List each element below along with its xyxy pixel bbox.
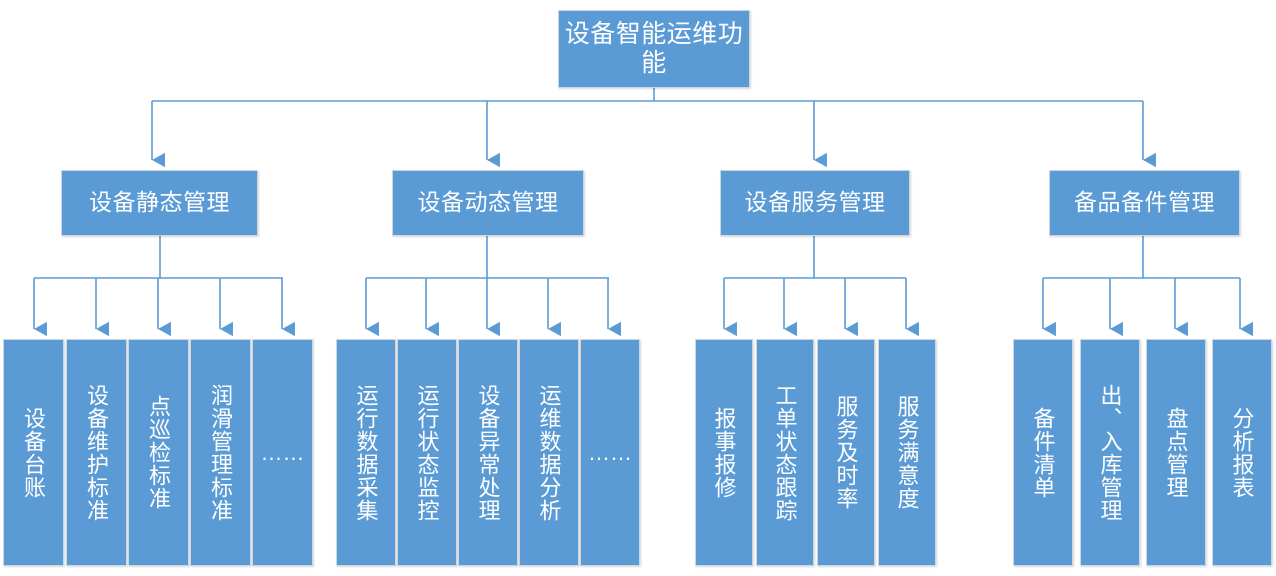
- branch-node-3[interactable]: 设备服务管理: [720, 170, 910, 236]
- leaf-node-1-1-label: 设备台账: [21, 406, 47, 499]
- leaf-node-4-3-label: 盘点管理: [1163, 406, 1189, 499]
- leaf-node-1-4-label: 润滑管理标准: [208, 383, 234, 522]
- leaf-node-4-4[interactable]: 分析报表: [1212, 339, 1272, 566]
- leaf-node-2-3-label: 设备异常处理: [475, 383, 501, 522]
- leaf-node-3-4-label: 服务满意度: [894, 395, 920, 510]
- leaf-node-1-2[interactable]: 设备维护标准: [66, 339, 127, 566]
- leaf-node-3-3[interactable]: 服务及时率: [817, 339, 875, 566]
- branch-node-3-label: 设备服务管理: [744, 189, 886, 216]
- leaf-node-2-4-label: 运维数据分析: [536, 383, 562, 522]
- branch-node-1-label: 设备静态管理: [89, 189, 230, 216]
- leaf-node-3-2-label: 工单状态跟踪: [772, 383, 798, 522]
- branch-node-2-label: 设备动态管理: [417, 189, 559, 216]
- branch-node-2[interactable]: 设备动态管理: [392, 170, 584, 236]
- leaf-node-1-1[interactable]: 设备台账: [3, 339, 64, 566]
- branch-node-4-label: 备品备件管理: [1074, 189, 1215, 216]
- leaf-node-1-3-label: 点巡检标准: [146, 395, 172, 510]
- branch-node-4[interactable]: 备品备件管理: [1049, 170, 1240, 236]
- leaf-node-3-1-label: 报事报修: [711, 406, 737, 499]
- leaf-node-2-2-label: 运行状态监控: [414, 383, 440, 522]
- leaf-node-2-3[interactable]: 设备异常处理: [458, 339, 518, 566]
- leaf-node-1-5-label: ……: [260, 439, 305, 465]
- branch-node-1[interactable]: 设备静态管理: [61, 170, 258, 236]
- leaf-node-2-1[interactable]: 运行数据采集: [336, 339, 396, 566]
- leaf-node-3-2[interactable]: 工单状态跟踪: [756, 339, 814, 566]
- leaf-node-3-4[interactable]: 服务满意度: [878, 339, 936, 566]
- leaf-node-4-3[interactable]: 盘点管理: [1146, 339, 1206, 566]
- leaf-node-4-2-label: 出、入库管理: [1097, 383, 1123, 522]
- leaf-node-1-4[interactable]: 润滑管理标准: [190, 339, 251, 566]
- leaf-node-3-3-label: 服务及时率: [833, 395, 859, 510]
- leaf-node-2-1-label: 运行数据采集: [353, 383, 379, 522]
- root-node[interactable]: 设备智能运维功能: [558, 10, 750, 88]
- leaf-node-2-5-ellipsis[interactable]: ……: [580, 339, 640, 566]
- leaf-node-1-5-ellipsis[interactable]: ……: [252, 339, 313, 566]
- leaf-node-4-4-label: 分析报表: [1229, 406, 1255, 499]
- leaf-node-3-1[interactable]: 报事报修: [695, 339, 753, 566]
- leaf-node-4-2[interactable]: 出、入库管理: [1080, 339, 1140, 566]
- leaf-node-4-1[interactable]: 备件清单: [1013, 339, 1073, 566]
- leaf-node-2-4[interactable]: 运维数据分析: [519, 339, 579, 566]
- root-node-label: 设备智能运维功能: [564, 19, 744, 78]
- leaf-node-2-5-label: ……: [588, 439, 632, 465]
- leaf-node-4-1-label: 备件清单: [1030, 406, 1056, 499]
- leaf-node-2-2[interactable]: 运行状态监控: [397, 339, 457, 566]
- leaf-node-1-2-label: 设备维护标准: [84, 383, 110, 522]
- leaf-node-1-3[interactable]: 点巡检标准: [128, 339, 189, 566]
